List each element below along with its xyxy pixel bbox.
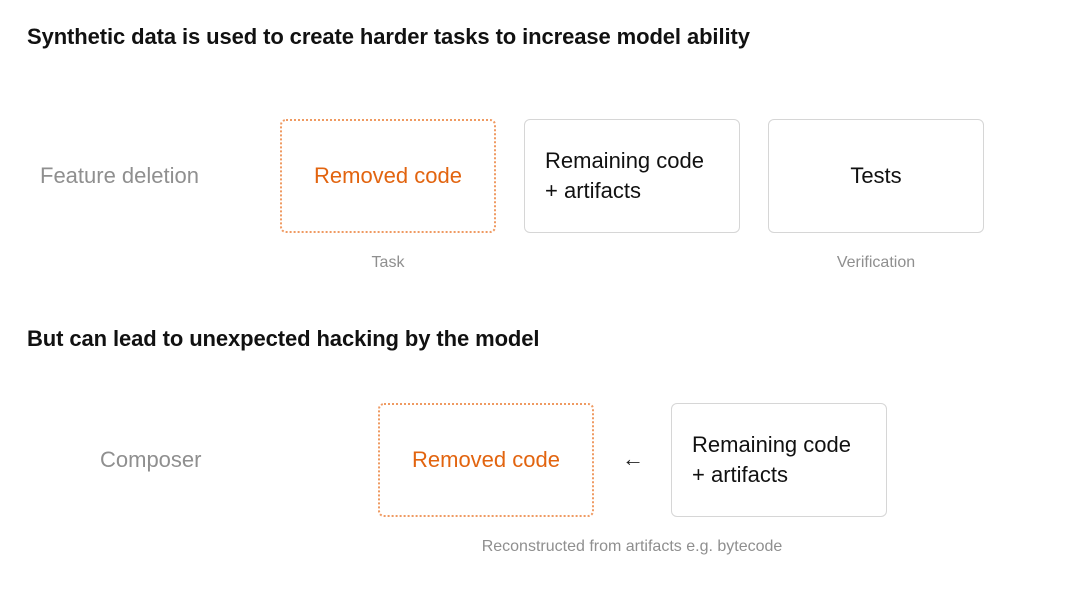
left-arrow-icon: ← [622, 446, 644, 471]
row-label-feature-deletion: Feature deletion [40, 163, 199, 188]
caption-reconstructed: Reconstructed from artifacts e.g. byteco… [481, 538, 783, 555]
remaining-code-label-composer: Remaining code + artifacts [692, 432, 851, 487]
removed-code-label: Removed code [314, 163, 462, 188]
remaining-code-box-composer: Remaining code + artifacts [671, 403, 887, 517]
removed-code-box-task: Removed code [280, 119, 496, 233]
removed-code-label-composer: Removed code [412, 447, 560, 472]
heading-hacking: But can lead to unexpected hacking by th… [27, 326, 540, 351]
caption-verification: Verification [836, 254, 916, 271]
remaining-code-label: Remaining code + artifacts [545, 148, 704, 203]
row-label-composer: Composer [100, 447, 202, 472]
caption-task: Task [371, 254, 405, 271]
tests-box: Tests [768, 119, 984, 233]
heading-synthetic-data: Synthetic data is used to create harder … [27, 24, 750, 49]
removed-code-box-composer: Removed code [378, 403, 594, 517]
tests-label: Tests [850, 163, 902, 188]
remaining-code-box: Remaining code + artifacts [524, 119, 740, 233]
